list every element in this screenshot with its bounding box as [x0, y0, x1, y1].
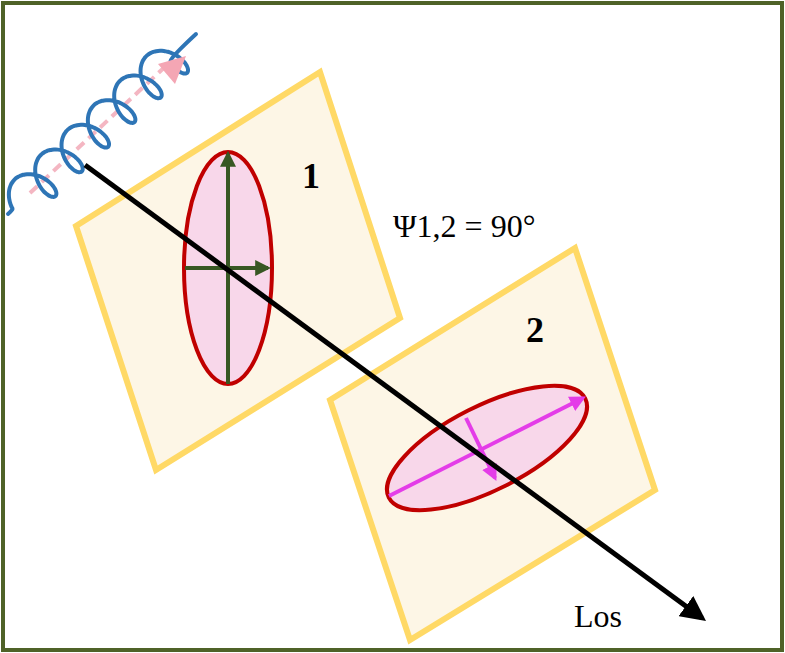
angle-label: Ψ1,2 = 90°: [393, 210, 535, 242]
major-axis-arrow: [389, 398, 583, 496]
polarization-ellipse: [370, 361, 604, 535]
plane-number: 1: [302, 158, 320, 194]
line-of-sight-arrow: [85, 165, 702, 618]
light-wave-helix: [8, 34, 196, 214]
frame-border: [3, 3, 782, 650]
plane-number: 2: [526, 312, 544, 348]
axis-label: Los: [574, 600, 622, 632]
plane-outline: [330, 248, 655, 640]
beam-arrowhead: [158, 56, 186, 84]
